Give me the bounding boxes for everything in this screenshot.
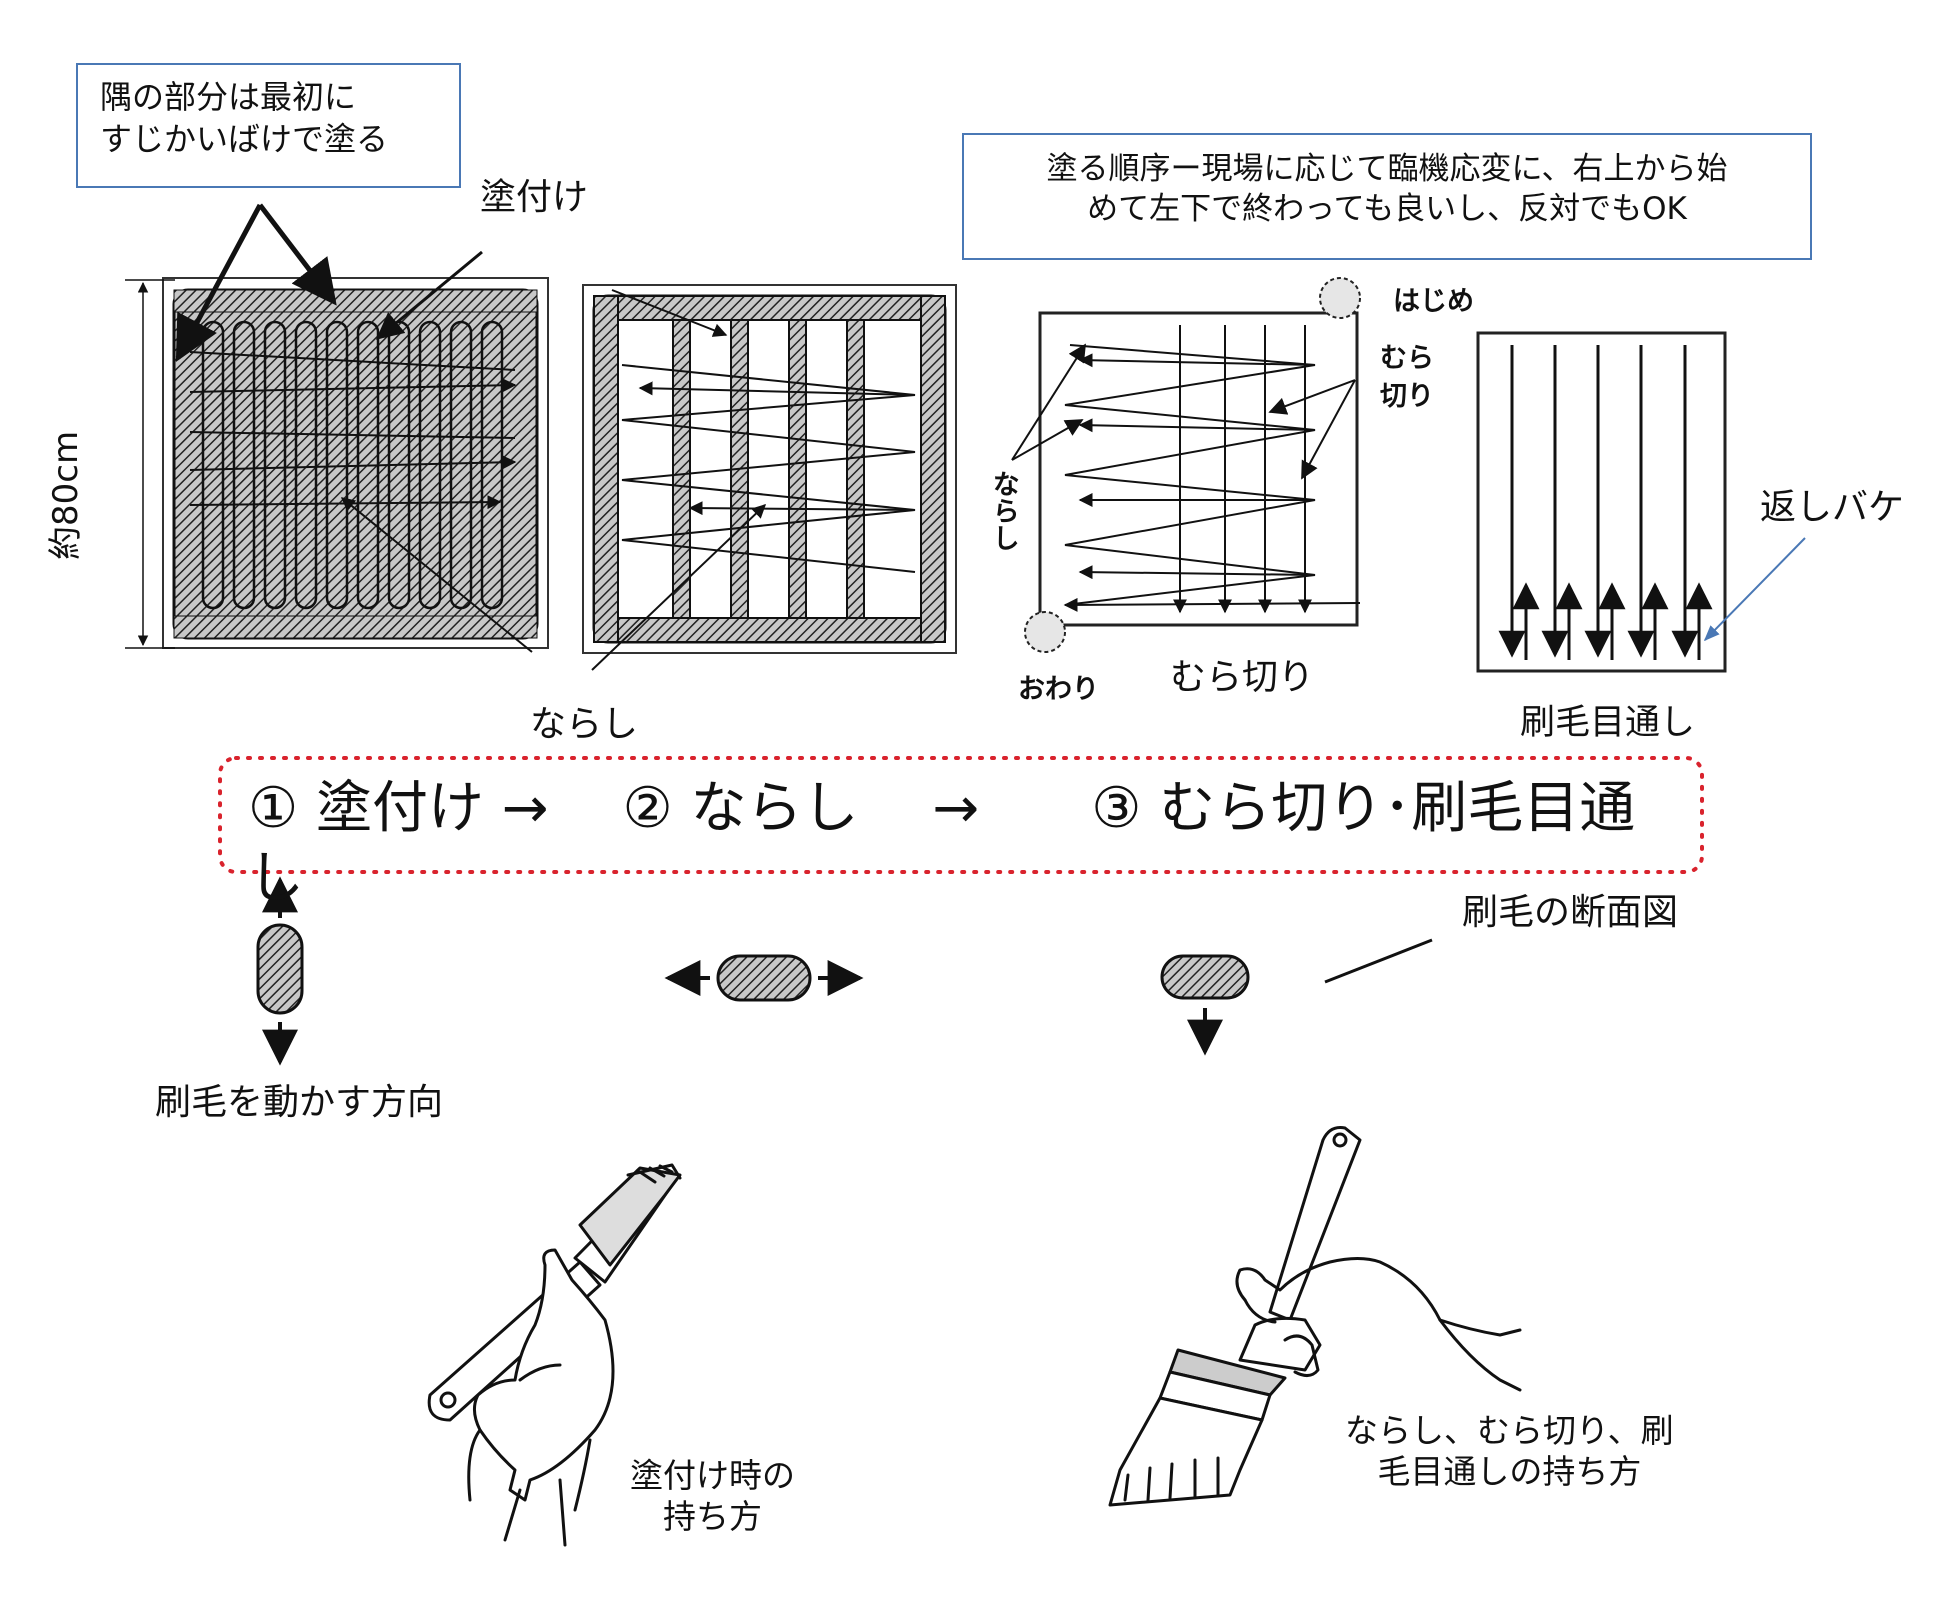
panel-hakeme	[1476, 331, 1806, 673]
label-nuritsuke: 塗付け	[480, 177, 589, 218]
order-note-line-2: めて左下で終わっても良いし、反対でもOK	[1087, 191, 1687, 228]
hakeme-long-strokes	[1498, 345, 1699, 658]
label-narashi-side: ならし	[987, 470, 1019, 551]
hand-grip-finish	[1108, 1126, 1522, 1507]
grip-apply-line-2: 持ち方	[663, 1497, 762, 1537]
narashi-zigzag	[621, 364, 916, 573]
nuritsuke-strokes	[201, 320, 504, 610]
narashi-bars	[672, 319, 865, 619]
murakiri-side-pointers	[1268, 379, 1356, 480]
label-height: 約80cm	[46, 430, 86, 560]
label-murakiri: むら切り	[1170, 657, 1315, 698]
label-kaeshi-bake: 返しバケ	[1760, 487, 1905, 528]
order-note-box: 塗る順序ー現場に応じて臨機応変に、右上から始 めて左下で終わっても良いし、反対で…	[962, 133, 1812, 260]
murakiri-zigzag	[1064, 344, 1316, 606]
corner-note-box: 隅の部分は最初に すじかいばけで塗る	[76, 63, 461, 188]
label-owari: おわり	[1018, 674, 1099, 705]
narashi-pointer-a	[611, 289, 728, 337]
label-narashi: ならし	[530, 704, 639, 745]
grip-finish-caption: ならし、むら切り、刷 毛目通しの持ち方	[1345, 1410, 1674, 1493]
section-leader-line	[1324, 938, 1433, 984]
label-hakeme-dooshi: 刷毛目通し	[1520, 703, 1696, 743]
kaeshi-bake-pointer	[1703, 537, 1806, 642]
brush-section-vertical	[256, 876, 304, 1066]
panel-murakiri	[1011, 277, 1361, 653]
label-murakiri-side: むら 切り	[1380, 343, 1434, 412]
hajime-blob	[1319, 277, 1361, 319]
brush-section-down	[1160, 954, 1250, 1056]
brush-section-horizontal	[664, 954, 864, 1002]
corner-callout-arrows	[175, 203, 337, 362]
steps-frame	[218, 756, 1704, 874]
grip-finish-line-2: 毛目通しの持ち方	[1377, 1452, 1642, 1492]
grip-finish-line-1: ならし、むら切り、刷	[1345, 1411, 1674, 1450]
corner-note-line-2: すじかいばけで塗る	[100, 119, 389, 158]
height-dimension	[125, 279, 175, 649]
corner-note-line-1: 隅の部分は最初に	[100, 78, 357, 116]
grip-apply-line-1: 塗付け時の	[630, 1456, 795, 1495]
narashi-arrow-1	[340, 497, 533, 653]
steps-text: ① 塗付け → ② ならし → ③ むら切り･刷毛目通し	[248, 776, 1636, 902]
label-hajime: はじめ	[1393, 286, 1474, 317]
hakeme-return-strokes	[1512, 582, 1713, 660]
panel-nuritsuke	[125, 277, 549, 649]
murakiri-vertical-strokes	[1173, 325, 1312, 614]
narashi-pointer-b	[591, 504, 767, 671]
order-note-line-1: 塗る順序ー現場に応じて臨機応変に、右上から始	[1046, 151, 1728, 187]
owari-blob	[1024, 611, 1066, 653]
narashi-side-pointers	[1011, 343, 1086, 461]
brush-section-title: 刷毛の断面図	[1462, 892, 1679, 933]
nuritsuke-arrow	[375, 250, 483, 340]
grip-apply-caption: 塗付け時の 持ち方	[630, 1455, 795, 1538]
hand-grip-apply	[427, 1163, 682, 1547]
panel-narashi	[582, 284, 957, 671]
brush-direction-label: 刷毛を動かす方向	[155, 1082, 444, 1123]
